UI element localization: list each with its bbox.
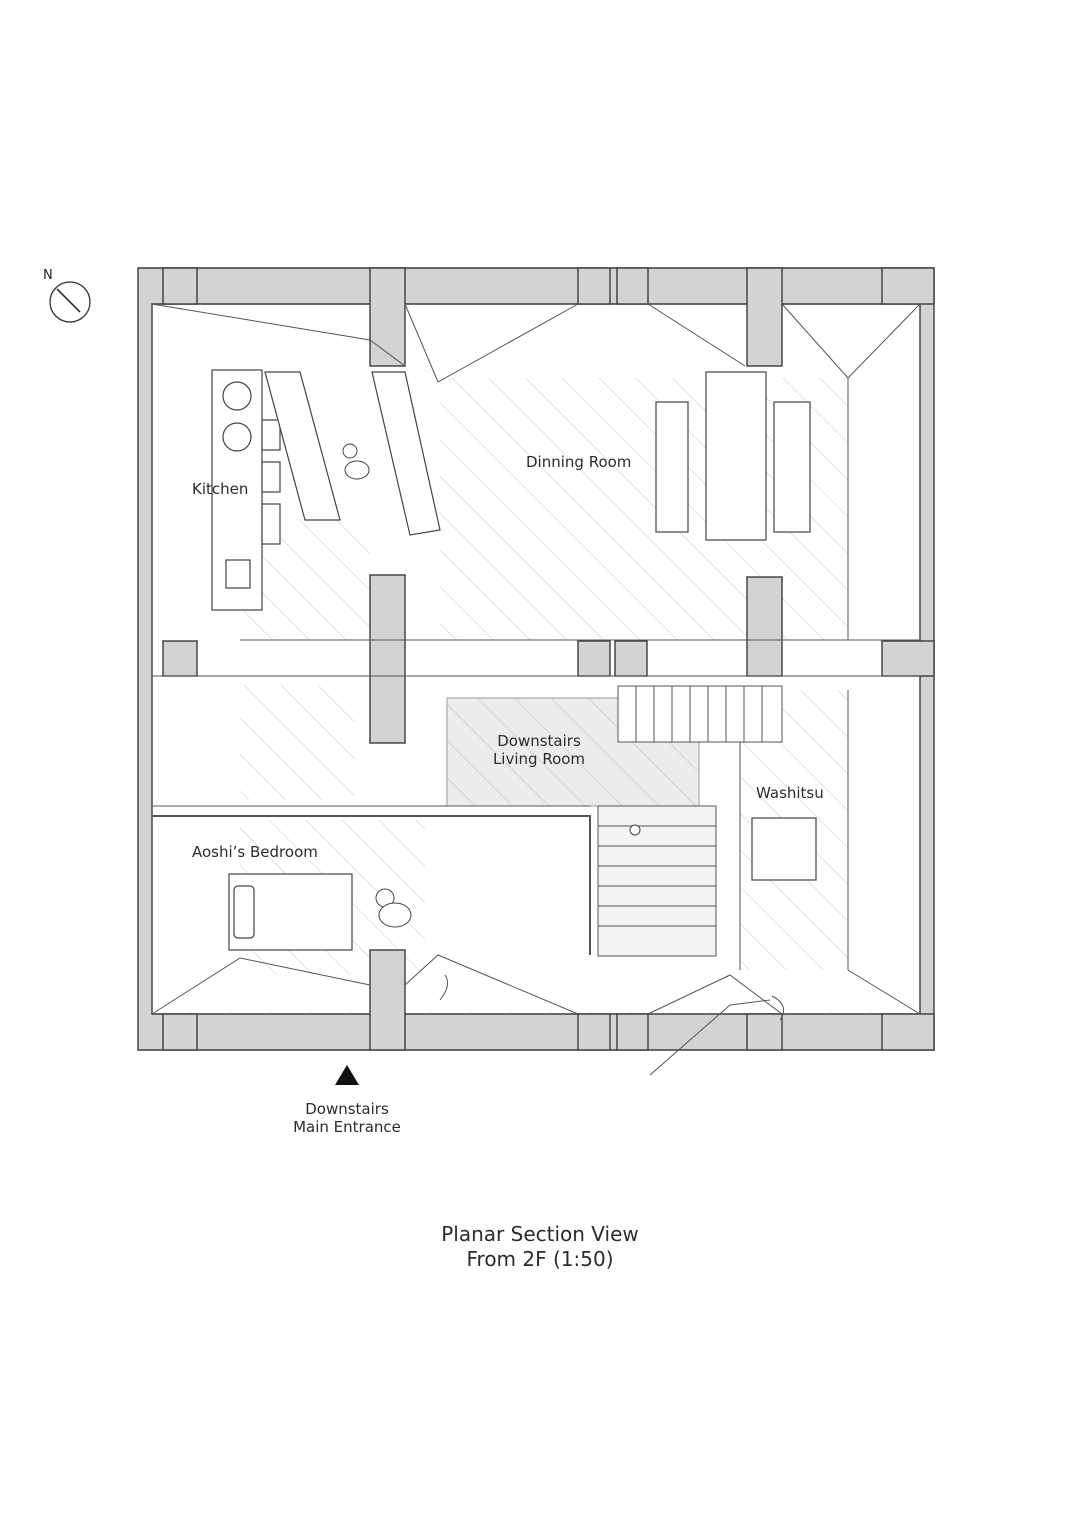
drawing-title: Planar Section View From 2F (1:50) [441,1222,639,1272]
room-label-living: Downstairs Living Room [493,732,585,768]
interior-lines [151,303,921,1015]
bed [228,873,353,951]
entrance-line1: Downstairs [305,1100,389,1118]
structural-columns [162,267,935,1051]
entrance-arrow-icon [335,1065,359,1085]
room-label-dining: Dinning Room [526,453,632,471]
room-label-washitsu: Washitsu [756,784,824,802]
entrance-line2: Main Entrance [293,1118,401,1136]
living-line2: Living Room [492,750,586,768]
door-swings [439,974,785,1076]
dining-table [655,371,811,541]
room-label-kitchen: Kitchen [192,480,249,498]
kitchen-counter [211,369,281,611]
entrance-label: Downstairs Main Entrance [293,1100,401,1136]
title-line1: Planar Section View [441,1222,639,1246]
north-label: N [43,268,53,283]
person-icon [342,443,641,928]
living-line1: Downstairs [497,732,581,750]
north-arrow-icon [49,281,91,323]
washitsu-table [751,817,817,881]
room-label-bedroom: Aoshi’s Bedroom [192,843,318,861]
staircase [597,685,783,957]
title-line2: From 2F (1:50) [466,1247,614,1271]
kitchen-island [264,371,341,521]
